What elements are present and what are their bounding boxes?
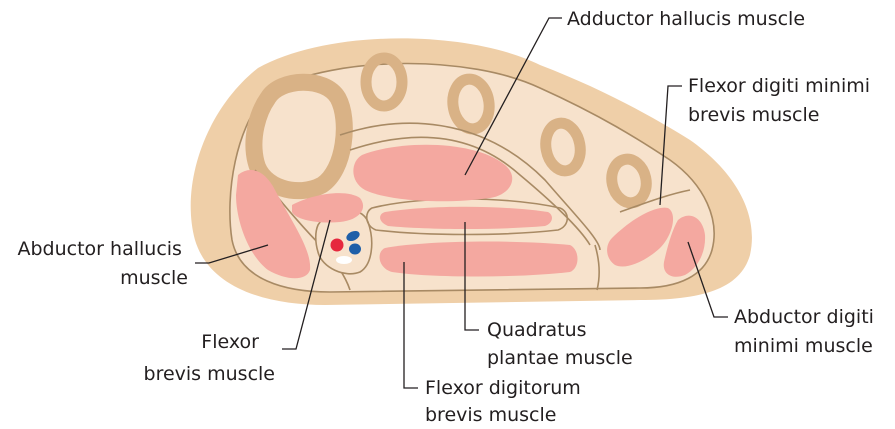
flexor-brevis-label-line-1: Flexor (201, 331, 259, 353)
adductor-hallucis-label: Adductor hallucis muscle (567, 8, 805, 30)
flexor-digiti-minimi-brevis-label-line-2: brevis muscle (688, 104, 819, 126)
flexor-digiti-minimi-brevis-label-line-1: Flexor digiti minimi (688, 75, 870, 97)
abductor-digiti-minimi-label-line-2: minimi muscle (734, 335, 873, 357)
nerve-dot (336, 256, 352, 264)
flexor-digitorum-brevis-label-line-1: Flexor digitorum (425, 377, 581, 399)
adductor-hallucis-label-line-1: Adductor hallucis muscle (567, 8, 805, 30)
flexor-brevis-label-line-2: brevis muscle (144, 363, 275, 385)
abductor-digiti-minimi-label: Abductor digiti minimi muscle (734, 306, 880, 357)
flexor-digitorum-brevis-muscle (380, 242, 578, 277)
flexor-digitorum-brevis-label-line-2: brevis muscle (425, 404, 556, 426)
quadratus-plantae-label-line-2: plantae muscle (487, 347, 633, 369)
abductor-hallucis-label-line-1: Abductor hallucis (18, 238, 182, 260)
quadratus-plantae-label: Quadratus plantae muscle (487, 319, 633, 369)
abductor-hallucis-label-line-2: muscle (120, 267, 188, 289)
artery-dot (331, 239, 344, 252)
flexor-digiti-minimi-brevis-label: Flexor digiti minimi brevis muscle (688, 75, 876, 126)
flexor-digitorum-brevis-label: Flexor digitorum brevis muscle (425, 377, 587, 426)
flexor-brevis-label: Flexor brevis muscle (144, 331, 275, 385)
vein-dot-2 (349, 244, 361, 255)
quadratus-plantae-muscle (380, 207, 552, 229)
abductor-digiti-minimi-label-line-1: Abductor digiti (734, 306, 874, 328)
abductor-hallucis-label: Abductor hallucis muscle (18, 238, 189, 289)
quadratus-plantae-label-line-1: Quadratus (487, 319, 587, 341)
